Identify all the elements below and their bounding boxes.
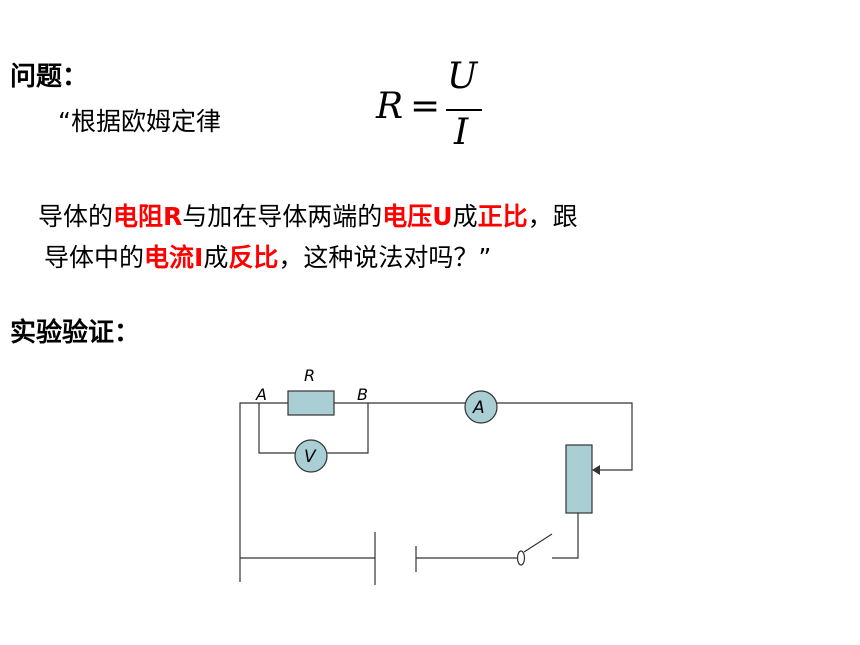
highlighted-term: 正比 [477,202,528,231]
statement-text: 成 [203,243,229,272]
highlighted-term: 电压U [382,202,453,231]
formula-numerator: U [447,56,478,97]
highlighted-term: 电流I [144,243,204,272]
wire-ammeter-to-rheostat [496,402,633,471]
ammeter-label: A [472,398,485,418]
voltmeter [294,439,328,473]
statement-line-2: 导体中的电流I成反比，这种说法对吗？” [44,238,491,274]
switch-lever [523,533,553,553]
formula-equals: = [410,86,441,127]
node-b-label: B [357,385,368,404]
node-a-label: A [255,385,267,404]
rheostat-slider-arrow [592,465,600,475]
statement-text: 与加在导体两端的 [182,202,383,231]
question-intro: “根据欧姆定律 [58,107,221,136]
wire-voltmeter-right [327,403,369,454]
question-title: 问题： [10,62,89,92]
resistor [287,390,335,416]
wire-left-top [239,402,288,582]
ammeter [464,390,498,424]
formula-lhs: R [376,86,404,127]
highlighted-term: 电阻R [113,202,183,231]
wire-bottom-right [552,513,579,559]
formula-denominator: I [454,112,469,153]
rheostat [565,444,593,514]
fraction-bar [446,109,482,111]
statement-text: 成 [452,202,478,231]
highlighted-term: 反比 [228,243,279,272]
experiment-title: 实验验证： [10,318,141,348]
resistor-label: R [304,366,315,385]
statement-text: 导体中的 [44,243,145,272]
circuit-wires [239,402,633,582]
statement-text: ，这种说法对吗？” [278,243,492,272]
switch-contact [516,550,526,566]
statement-text: 导体的 [38,202,114,231]
statement-text: ，跟 [527,202,578,231]
voltmeter-label: V [304,447,317,467]
wire-voltmeter-left [258,403,296,454]
statement-line-1: 导体的电阻R与加在导体两端的电压U成正比，跟 [38,197,578,233]
